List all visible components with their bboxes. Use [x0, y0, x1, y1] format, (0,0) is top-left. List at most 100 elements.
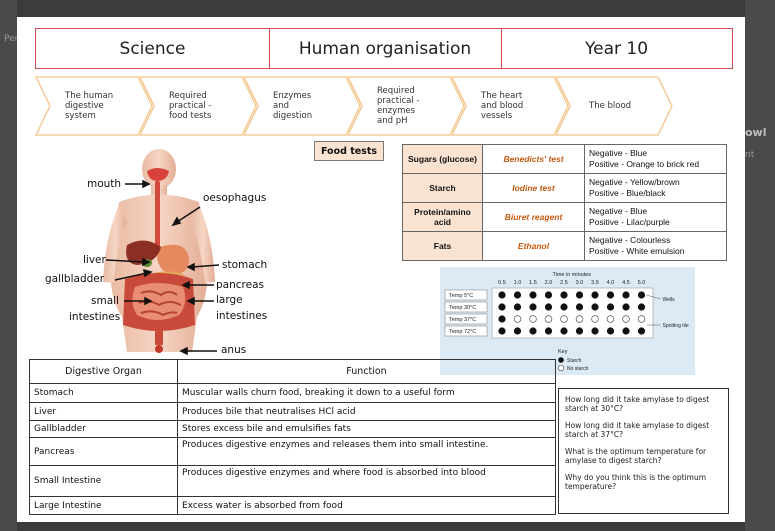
no-starch-spot — [637, 315, 646, 323]
starch-spot — [544, 291, 553, 299]
background-left-panel: Per — [0, 0, 19, 531]
chart-row-label: Temp 5°C — [449, 293, 473, 299]
chevron-shape — [243, 76, 361, 136]
label-large-line1: large — [216, 294, 243, 306]
chart-x-tick: 3.5 — [591, 280, 599, 286]
starch-spot — [544, 303, 553, 311]
chart-x-tick: 4.5 — [622, 280, 630, 286]
background-right-panel: owl nt — [745, 0, 775, 531]
key-title: Key — [558, 349, 568, 355]
no-starch-spot — [560, 315, 568, 323]
negative-result: Negative - Blue — [589, 148, 648, 158]
tile-annotation: Spotting tile — [663, 323, 689, 329]
starch-spot — [513, 291, 522, 299]
starch-spot — [529, 291, 537, 299]
function-cell: Produces digestive enzymes and where foo… — [177, 465, 556, 497]
starch-spot — [637, 303, 646, 311]
label-stomach: stomach — [222, 259, 268, 271]
starch-spot — [591, 327, 599, 335]
nutrient-cell: Fats — [402, 231, 483, 261]
organ-cell: Small Intestine — [29, 465, 178, 497]
background-right-text-1: owl — [745, 126, 767, 139]
starch-spot — [622, 327, 630, 335]
chevron-outline — [35, 76, 153, 136]
key-starch-swatch — [558, 357, 564, 363]
digestive-header-cell: Function — [177, 359, 556, 384]
chevron-label-line: digestion — [273, 111, 313, 121]
nutrient-cell: Protein/amino acid — [402, 202, 483, 232]
test-cell: Ethanol — [482, 231, 585, 261]
row-label-box — [444, 301, 488, 313]
starch-spot — [575, 291, 584, 299]
wells-pointer — [646, 294, 661, 300]
chevron-label-line: Required — [377, 86, 415, 96]
no-starch-spot — [622, 315, 630, 323]
chart-x-tick: 1.0 — [514, 280, 522, 286]
chevron-label-line: system — [65, 111, 96, 121]
test-cell: Benedicts' test — [482, 144, 585, 174]
nutrient-cell: Starch — [402, 173, 483, 203]
starch-spot — [544, 327, 553, 335]
function-cell: Produces digestive enzymes and releases … — [177, 437, 556, 466]
negative-result: Negative - Yellow/brown — [589, 177, 680, 187]
background-left-text: Per — [4, 34, 19, 44]
chevron-shape — [451, 76, 569, 136]
starch-spot — [622, 303, 630, 311]
chevron-label-line: practical - — [169, 101, 212, 111]
label-small-line2: intestines — [69, 311, 121, 323]
starch-spot — [606, 327, 615, 335]
chevron-shape — [347, 76, 465, 136]
chevron-outline — [139, 76, 257, 136]
function-cell: Stores excess bile and emulsifies fats — [177, 420, 556, 438]
no-starch-spot — [591, 315, 599, 323]
chart-x-tick: 5.0 — [638, 280, 646, 286]
digestive-system-illustration — [103, 149, 215, 353]
no-starch-spot — [513, 315, 522, 323]
question-item: How long did it take amylase to digest s… — [565, 421, 710, 439]
chart-row-label: Temp 72°C — [449, 329, 476, 335]
wells-annotation: Wells — [663, 297, 676, 303]
chevron-6: The blood — [555, 76, 674, 136]
chevron-label-line: and blood — [481, 101, 524, 111]
digestive-header-cell: Digestive Organ — [29, 359, 178, 384]
chevron-label-line: and — [273, 101, 289, 111]
positive-result: Positive - Blue/black — [589, 188, 666, 198]
background-right-text-2: nt — [745, 150, 755, 160]
chevron-label-line: The blood — [589, 101, 632, 111]
header-subject: Science — [35, 28, 270, 69]
header-year-text: Year 10 — [584, 38, 649, 59]
positive-result: Positive - White emulsion — [589, 246, 685, 256]
starch-spot — [560, 291, 568, 299]
chevron-label-line: Enzymes — [273, 91, 312, 101]
starch-spot — [591, 291, 599, 299]
chevron-outline — [243, 76, 361, 136]
starch-spot — [575, 327, 584, 335]
chevron-shape — [555, 76, 673, 136]
starch-spot — [622, 291, 630, 299]
header-year: Year 10 — [501, 28, 733, 69]
chevron-outline — [555, 76, 673, 136]
label-small-line1: small — [91, 295, 119, 307]
starch-spot — [529, 327, 537, 335]
chevron-outline — [347, 76, 465, 136]
starch-spot — [560, 327, 568, 335]
chart-x-tick: 2.0 — [545, 280, 553, 286]
chart-title: Time in minutes — [552, 272, 591, 278]
